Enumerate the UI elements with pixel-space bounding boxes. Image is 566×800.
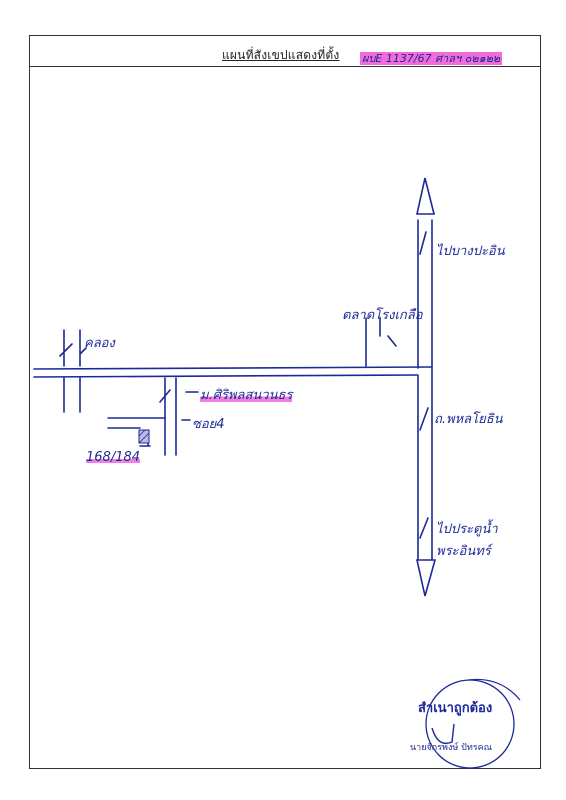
house-plot — [138, 429, 150, 444]
label-road: ถ.พหลโยธิน — [434, 412, 503, 427]
label-to-bang-pa-in: ไปบางปะอิน — [436, 244, 505, 259]
header-divider — [29, 66, 541, 67]
market-marker — [365, 317, 397, 367]
label-to-pratu-nam-1: ไปประตูน้ำ — [436, 522, 498, 537]
main-road — [33, 366, 433, 378]
road-tick-3 — [419, 517, 429, 539]
road-tick-1 — [419, 231, 427, 255]
label-soi: ซอย4 — [192, 417, 225, 432]
soi-road — [159, 377, 177, 456]
canal-marker — [59, 329, 87, 413]
road-tick-2 — [419, 407, 429, 431]
signature-scribble — [425, 679, 515, 769]
highway-road — [417, 219, 433, 561]
reference-number: ผบE 1137/67 ศาลฯ ๐๒๑๒๒ — [360, 52, 503, 65]
map-title: แผนที่สังเขปแสดงที่ตั้ง — [222, 48, 340, 62]
north-arrow — [416, 177, 436, 215]
label-to-pratu-nam-2: พระอินทร์ — [436, 544, 491, 559]
certified-copy-text: สำเนาถูกต้อง — [418, 701, 493, 716]
label-house-number: 168/184 — [86, 450, 141, 465]
house-access — [107, 417, 166, 447]
signer-name: นายจักรพงษ์ ปัทรคณ — [410, 743, 493, 753]
label-village: ม.ศิริพลสนวนธร — [200, 384, 293, 405]
label-market: ตลาดโรงเกลือ — [342, 308, 423, 323]
label-canal: คลอง — [84, 336, 115, 351]
south-arrow — [416, 559, 437, 597]
page-frame — [29, 35, 541, 769]
